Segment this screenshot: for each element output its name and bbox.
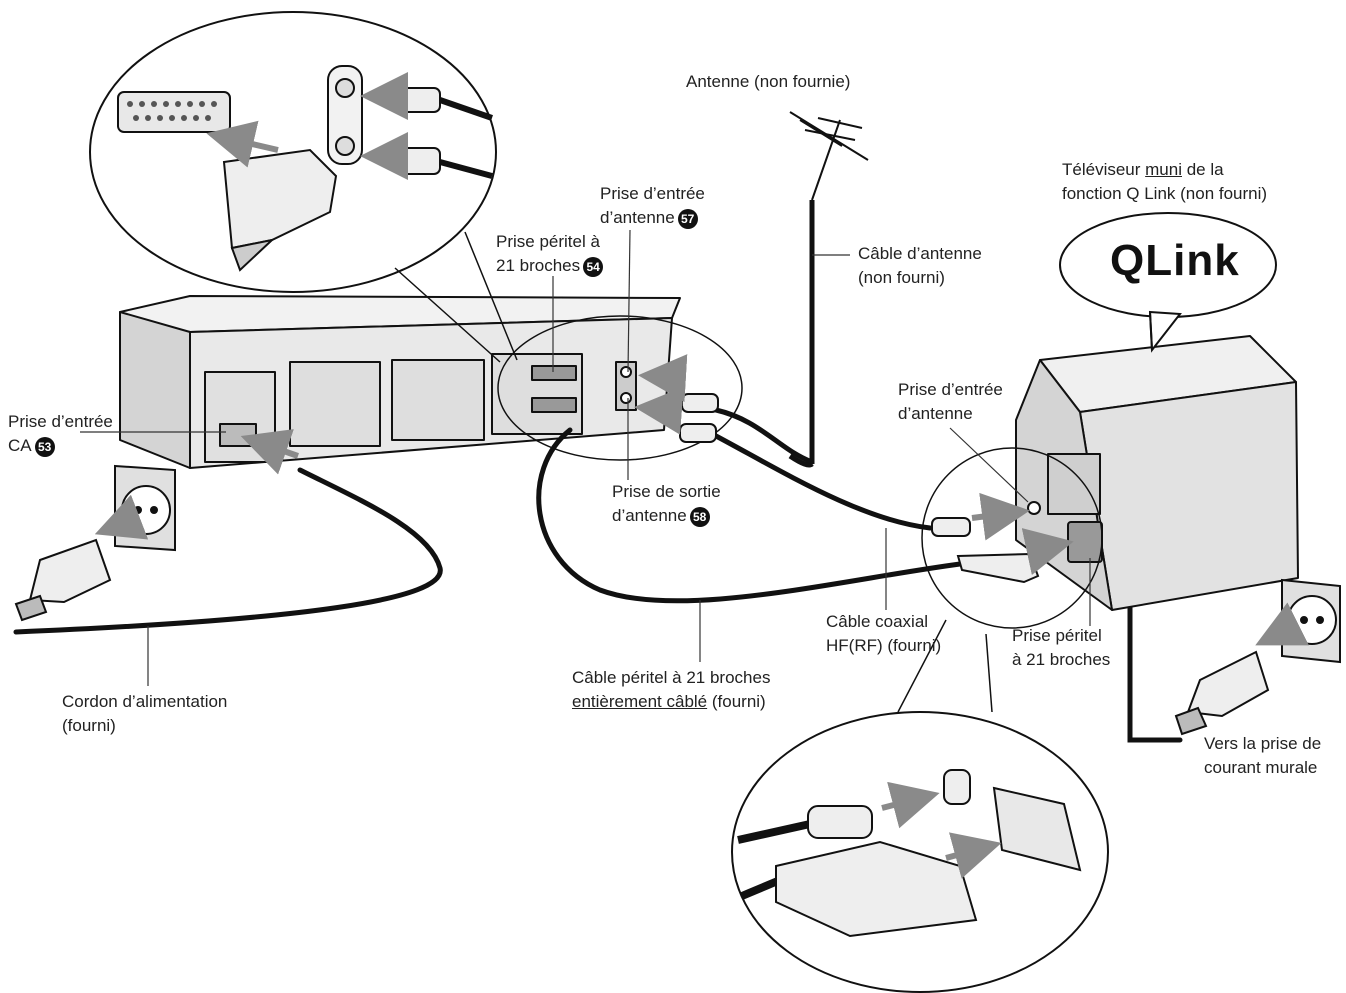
label-power-cord-line2: (fourni) bbox=[62, 716, 116, 735]
label-tv-pre: Téléviseur bbox=[1062, 160, 1146, 179]
label-scart-cable-post: (fourni) bbox=[707, 692, 766, 711]
label-tv-scart: Prise péritel à 21 broches bbox=[1012, 624, 1110, 672]
label-tv-antenna-in-line2: d’antenne bbox=[898, 404, 973, 423]
vcr-scart-socket-2 bbox=[531, 397, 577, 413]
ac-inlet bbox=[219, 423, 257, 447]
label-power-cord: Cordon d’alimentation (fourni) bbox=[62, 690, 227, 738]
label-wall-outlet-line1: Vers la prise de bbox=[1204, 734, 1322, 753]
vcr bbox=[119, 295, 681, 469]
wall-outlet-left bbox=[14, 464, 176, 622]
label-tv: Téléviseur muni de la fonction Q Link (n… bbox=[1062, 158, 1267, 206]
label-vcr-antenna-in-line2: d’antenne bbox=[600, 208, 675, 227]
label-power-cord-line1: Cordon d’alimentation bbox=[62, 692, 228, 711]
leader-lines bbox=[80, 229, 1091, 686]
label-vcr-scart-line1: Prise péritel à bbox=[496, 232, 600, 251]
label-tv-antenna-in-line1: Prise d’entrée bbox=[898, 380, 1003, 399]
label-scart-cable-line1: Câble péritel à 21 broches bbox=[572, 668, 771, 687]
label-ac-in-line1: Prise d’entrée bbox=[8, 412, 113, 431]
number-badge-57: 57 bbox=[677, 208, 698, 229]
label-ac-in-line2: CA bbox=[8, 436, 32, 455]
label-vcr-scart-line2: 21 broches bbox=[496, 256, 581, 275]
label-antenna-out-line1: Prise de sortie bbox=[612, 482, 721, 501]
label-tv-scart-line2: à 21 broches bbox=[1012, 650, 1111, 669]
label-tv-post: de la bbox=[1182, 160, 1224, 179]
label-antenna-cable-line1: Câble d’antenne bbox=[858, 244, 982, 263]
label-coax-line1: Câble coaxial bbox=[826, 612, 929, 631]
vcr-zoom-ring bbox=[497, 315, 743, 461]
label-tv-line2: fonction Q Link (non fourni) bbox=[1062, 184, 1268, 203]
label-antenna-cable: Câble d’antenne (non fourni) bbox=[858, 242, 982, 290]
antenna bbox=[788, 111, 869, 468]
label-coax-line2: HF(RF) (fourni) bbox=[826, 636, 942, 655]
label-tv-underlined: muni bbox=[1145, 160, 1182, 179]
qlink-bubble bbox=[1059, 212, 1277, 353]
vcr-scart-socket-1 bbox=[531, 365, 577, 381]
label-tv-antenna-in: Prise d’entrée d’antenne bbox=[898, 378, 1003, 426]
tv-zoom-ring bbox=[921, 447, 1103, 629]
label-tv-scart-line1: Prise péritel bbox=[1012, 626, 1102, 645]
label-antenna-out-line2: d’antenne bbox=[612, 506, 687, 525]
number-badge-53: 53 bbox=[34, 436, 55, 457]
label-coax: Câble coaxial HF(RF) (fourni) bbox=[826, 610, 941, 658]
label-antenna: Antenne (non fournie) bbox=[686, 72, 851, 91]
label-wall-outlet-line2: courant murale bbox=[1204, 758, 1318, 777]
number-badge-58: 58 bbox=[689, 506, 710, 527]
cables bbox=[13, 407, 1183, 743]
television bbox=[1015, 335, 1299, 611]
zoom-circle-tv bbox=[731, 619, 1109, 993]
wall-outlet-right bbox=[1174, 578, 1341, 736]
label-scart-cable-underlined: entièrement câblé bbox=[572, 692, 708, 711]
label-antenna-cable-line2: (non fourni) bbox=[858, 268, 945, 287]
number-badge-54: 54 bbox=[583, 256, 604, 277]
label-wall-outlet: Vers la prise de courant murale bbox=[1204, 732, 1321, 780]
qlink-logo: QLink bbox=[1110, 236, 1240, 285]
label-vcr-antenna-in-line1: Prise d’entrée bbox=[600, 184, 705, 203]
label-scart-cable: Câble péritel à 21 broches entièrement c… bbox=[572, 666, 770, 714]
